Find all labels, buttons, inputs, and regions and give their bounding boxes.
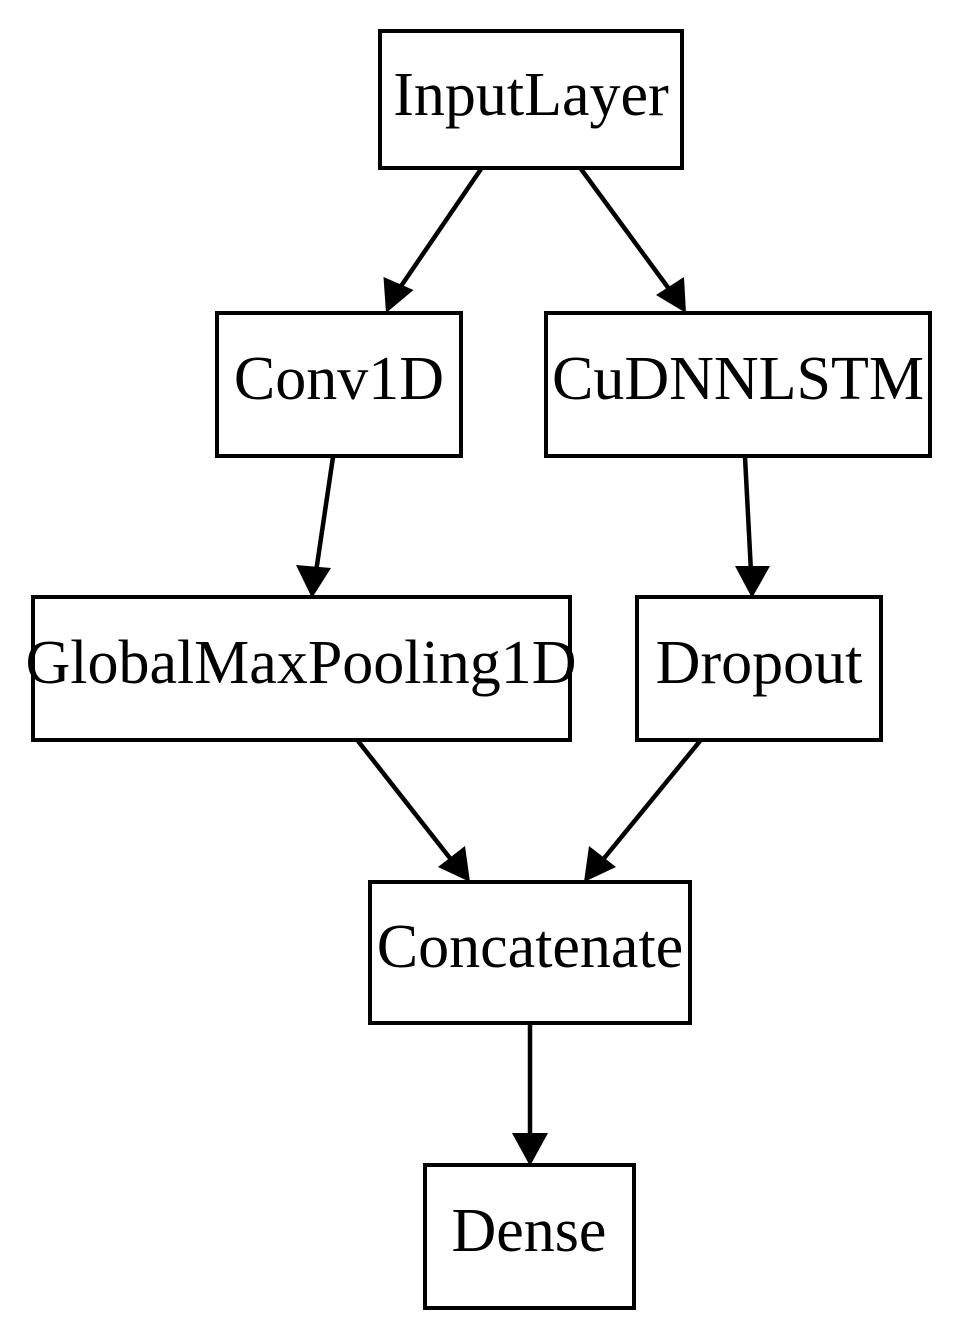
node-cudnnlstm[interactable]: CuDNNLSTM [544, 311, 932, 458]
arrowhead-icon [584, 846, 616, 882]
node-input-layer[interactable]: InputLayer [378, 29, 684, 170]
node-layer: InputLayer Conv1D CuDNNLSTM GlobalMaxPoo… [25, 29, 932, 1310]
edge-line [599, 739, 702, 864]
node-dropout[interactable]: Dropout [635, 595, 883, 742]
edge-line [742, 456, 754, 573]
node-label: Dropout [656, 629, 863, 697]
node-box[interactable] [635, 595, 883, 742]
edge-concatenate-to-dense [512, 1024, 548, 1166]
node-box[interactable] [31, 595, 572, 742]
arrowhead-icon [735, 566, 770, 598]
node-concatenate[interactable]: Concatenate [368, 880, 692, 1025]
node-label: GlobalMaxPooling1D [25, 629, 576, 697]
node-label: Conv1D [234, 345, 444, 413]
node-conv1d[interactable]: Conv1D [215, 311, 463, 458]
edge-conv1d-to-globalmaxpooling1d [296, 456, 336, 598]
edge-input-to-cudnnlstm [579, 167, 686, 313]
node-label: CuDNNLSTM [552, 345, 924, 413]
arrowhead-icon [296, 565, 331, 598]
edge-line [395, 167, 483, 294]
node-dense[interactable]: Dense [423, 1163, 636, 1310]
node-box[interactable] [378, 29, 684, 170]
node-box[interactable] [215, 311, 463, 458]
arrowhead-icon [383, 277, 414, 313]
node-box[interactable] [544, 311, 932, 458]
edge-dropout-to-concatenate [584, 739, 702, 882]
edge-input-to-conv1d [383, 167, 483, 313]
node-box[interactable] [423, 1163, 636, 1310]
node-globalmaxpooling1d[interactable]: GlobalMaxPooling1D [25, 595, 577, 742]
edge-line [579, 167, 674, 295]
edge-globalmaxpooling1d-to-concatenate [356, 739, 470, 882]
edge-line [356, 739, 455, 864]
node-label: Concatenate [377, 913, 683, 981]
node-box[interactable] [368, 880, 692, 1025]
arrowhead-icon [438, 846, 470, 882]
edge-layer [296, 167, 770, 1166]
arrowhead-icon [512, 1133, 548, 1166]
node-label: InputLayer [393, 61, 669, 129]
edge-cudnnlstm-to-dropout [735, 456, 770, 598]
node-label: Dense [452, 1197, 607, 1265]
arrowhead-icon [656, 277, 686, 313]
edge-line [313, 456, 336, 573]
